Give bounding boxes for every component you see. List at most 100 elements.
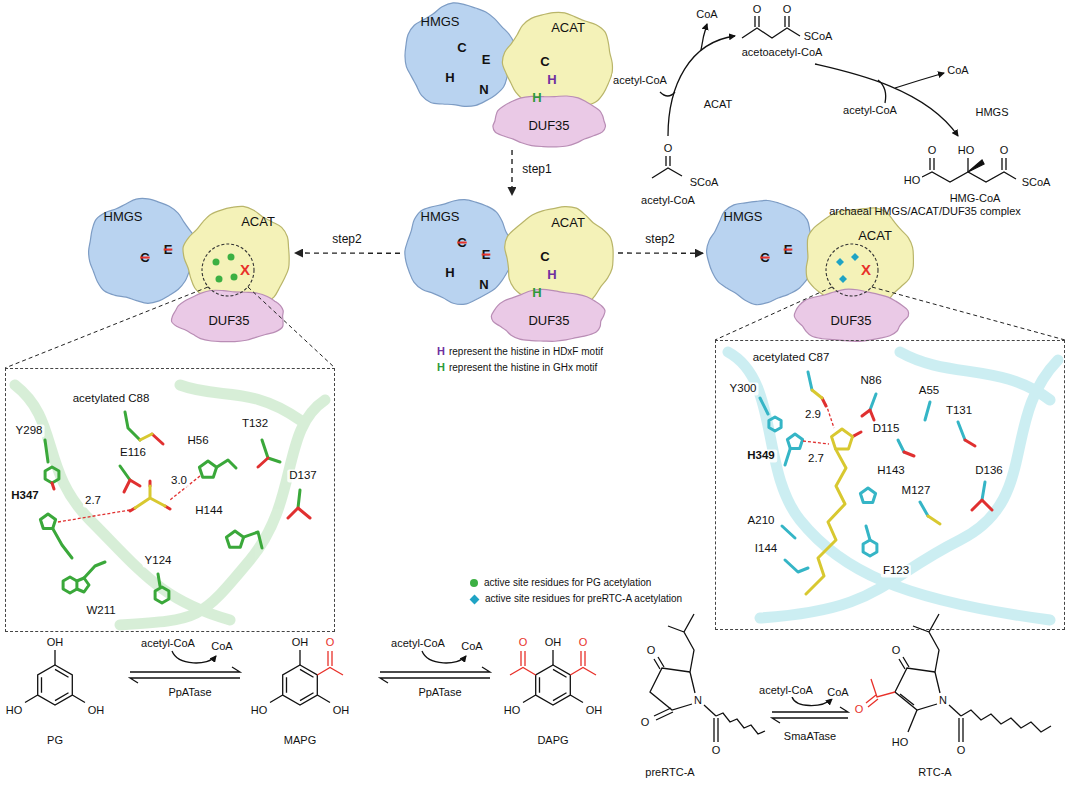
residue-label: H56	[185, 434, 210, 447]
subunit-name: ACAT	[858, 229, 892, 244]
chemical-label: N	[938, 694, 948, 707]
residue-letter: H	[445, 266, 454, 281]
residue-letter: H	[547, 73, 556, 88]
chemical-label: acetoacetyl-CoA	[741, 46, 824, 59]
chemical-label: MAPG	[283, 734, 317, 747]
chemical-label: OH	[332, 704, 351, 717]
subunit-name: ACAT	[241, 215, 275, 230]
chemical-label: PpATase	[167, 686, 212, 699]
subunit-name: DUF35	[528, 314, 569, 329]
chemical-label: O	[752, 3, 763, 16]
residue-label: F123	[881, 564, 911, 577]
step-arrow	[618, 252, 703, 254]
residue-letter: E	[482, 53, 491, 68]
chemical-label: HO	[250, 704, 269, 717]
residue-label: Y298	[14, 424, 45, 437]
chemical-label: O	[927, 144, 938, 157]
chemical-label: acetyl-CoA	[612, 74, 668, 87]
legend-diamond	[470, 594, 480, 604]
chemical-label: O	[640, 716, 651, 729]
step-label: step2	[330, 233, 363, 247]
subunit-shape	[491, 289, 605, 341]
chemical-label: RTC-A	[917, 766, 952, 779]
subunit-name: DUF35	[208, 314, 249, 329]
chemical-label: acetyl-CoA	[758, 684, 814, 697]
scheme-caption: archaeal HMGS/ACAT/DUF35 complex	[829, 205, 1021, 218]
residue-label: H144	[193, 504, 225, 517]
chemical-label: acetyl-CoA	[140, 637, 196, 650]
chemical-label: HO	[503, 704, 522, 717]
residue-label: Y300	[728, 382, 759, 395]
subunit-name: ACAT	[551, 216, 585, 231]
hmgs-subunit: HMGSCE	[703, 195, 821, 307]
legend-text: represent the histine in GHx motif	[449, 362, 597, 374]
step-label: step1	[520, 163, 553, 177]
chemical-label: ACAT	[703, 98, 734, 111]
subunit-name: DUF35	[830, 314, 871, 329]
residue-label: A210	[746, 514, 777, 527]
residue-letter: H	[445, 71, 454, 86]
residue-label: T131	[944, 404, 974, 417]
chemical-label: acetyl-CoA	[640, 194, 696, 207]
legend-letter: H	[437, 361, 445, 374]
chemical-label: O	[663, 142, 674, 155]
residue-label: D115	[871, 422, 902, 435]
chemical-label: SmaATase	[783, 730, 837, 743]
chemical-label: CoA	[826, 686, 849, 699]
residue-letter: C	[760, 251, 769, 266]
residue-label: H349	[745, 449, 777, 462]
chemical-label: O	[325, 636, 336, 649]
residue-letter: N	[479, 83, 488, 98]
chemical-label: CoA	[210, 640, 233, 653]
residue-label: H347	[9, 489, 41, 502]
chemical-label: O	[854, 703, 865, 716]
residue-label: 2.7	[806, 452, 826, 465]
chemical-label: PG	[46, 734, 64, 747]
residue-letter: C	[140, 251, 149, 266]
chemical-label: HO	[957, 144, 976, 157]
chemical-label: SCoA	[689, 176, 720, 189]
subunit-name: HMGS	[104, 210, 143, 225]
hmgs-subunit: HMGSCEHN	[400, 0, 518, 112]
chemical-label: SCoA	[1021, 176, 1052, 189]
subunit-name: DUF35	[528, 119, 569, 134]
chemical-label: acetyl-CoA	[390, 637, 446, 650]
chemical-label: HO	[903, 174, 922, 187]
pg-active-site-structure	[15, 385, 325, 625]
chemical-label: O	[711, 744, 722, 757]
subunit-shape	[794, 289, 908, 341]
residue-label: E116	[118, 446, 148, 459]
subunit-shape	[707, 200, 818, 304]
residue-letter: E	[482, 248, 491, 263]
legend-text: represent the histine in HDxF motif	[449, 346, 603, 358]
subunit-name: ACAT	[551, 21, 585, 36]
residue-label: M127	[900, 484, 933, 497]
subunit-shape	[405, 3, 515, 107]
chemical-label: OH	[87, 704, 106, 717]
residue-letter: C	[540, 55, 549, 70]
residue-label: 3.0	[169, 474, 189, 487]
subunit-name: HMGS	[421, 210, 460, 225]
residue-label: D137	[287, 469, 319, 482]
residue-label: N86	[858, 374, 883, 387]
residue-label: I144	[753, 542, 779, 555]
chemical-label: preRTC-A	[644, 766, 695, 779]
legend-row: Hrepresent the histine in GHx motif	[437, 361, 597, 374]
leader-line	[5, 287, 208, 368]
residue-letter: H	[532, 286, 541, 301]
residue-letter: X	[861, 261, 871, 278]
chemical-label: OH	[544, 636, 563, 649]
step-arrow	[295, 252, 400, 254]
chemical-label: HO	[891, 736, 910, 749]
legend-dot	[470, 579, 478, 587]
chemical-label: CoA	[695, 8, 718, 21]
residue-letter: E	[164, 243, 173, 258]
subunit-shape	[171, 290, 283, 342]
residue-letter: C	[540, 250, 549, 265]
prertc-active-site-structure	[728, 352, 1058, 620]
residue-label: H143	[875, 464, 907, 477]
chemical-label: DAPG	[536, 734, 569, 747]
chemical-label: O	[782, 3, 793, 16]
acat-hmgs-scheme	[652, 16, 1016, 182]
